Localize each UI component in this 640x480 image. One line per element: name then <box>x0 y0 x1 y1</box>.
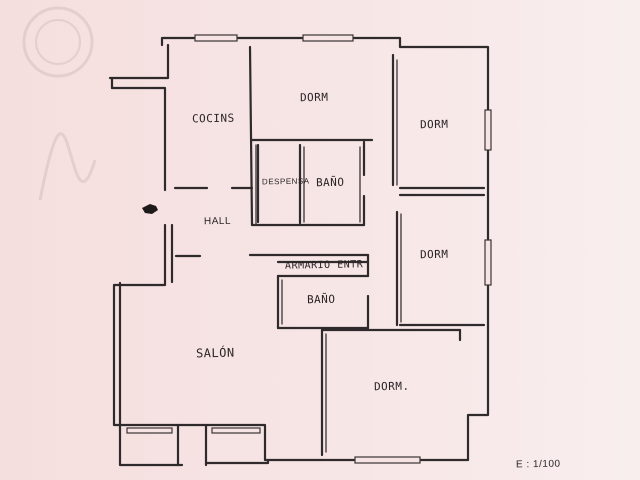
room-label-dorm-2: DORM <box>419 117 449 132</box>
room-label-bano-1: BAÑO <box>315 175 345 190</box>
room-label-bano-2: BAÑO <box>306 292 336 307</box>
room-label-cocina: COCINS <box>191 111 235 126</box>
hand-pointer-icon <box>142 204 158 214</box>
windows <box>126 34 492 464</box>
interior-walls <box>170 45 486 457</box>
room-label-despensa: DESPENSA <box>261 176 310 187</box>
room-label-armario: ARMARIO ENTR <box>284 259 364 272</box>
stamp-mark <box>22 6 97 201</box>
room-label-salon: SALÓN <box>195 345 235 361</box>
room-label-dorm-1: DORM <box>299 90 329 105</box>
room-label-hall: HALL <box>203 215 232 228</box>
room-label-dorm-4: DORM. <box>373 379 410 394</box>
room-label-dorm-3: DORM <box>419 247 449 262</box>
scale-label: E : 1/100 <box>515 458 561 471</box>
outer-walls <box>108 36 490 467</box>
wall-details <box>255 59 402 453</box>
